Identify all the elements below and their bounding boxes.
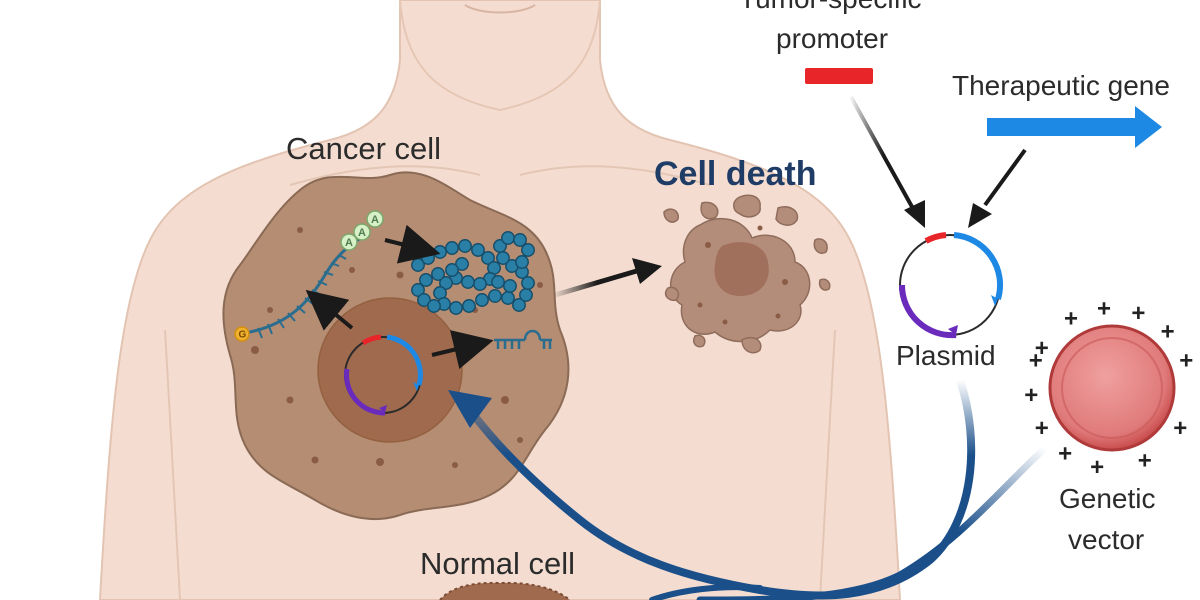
protein-bead <box>496 251 510 265</box>
protein-bead <box>515 255 529 269</box>
arrow-head <box>968 203 992 228</box>
protein-bead <box>417 293 431 307</box>
protein-bead <box>503 279 517 293</box>
plasmid-icon-in-nucleus <box>344 334 423 416</box>
genetic-vector-label-line2: vector <box>1068 524 1144 555</box>
protein-bead <box>491 275 505 289</box>
protein-bead <box>427 299 441 313</box>
polya-letter-1: A <box>345 237 353 249</box>
protein-bead <box>445 241 459 255</box>
positive-charge: + <box>1173 415 1187 442</box>
positive-charge: + <box>1131 300 1145 327</box>
positive-charge: + <box>1161 318 1175 345</box>
positive-charge: + <box>1035 335 1049 362</box>
positive-charge: + <box>1138 448 1152 475</box>
cap-icon <box>234 326 250 342</box>
vector-charges: +++++++++++++ <box>1024 295 1193 481</box>
protein-bead <box>462 299 476 313</box>
positive-charge: + <box>1097 295 1111 322</box>
genetic-vector-label-line1: Genetic <box>1059 483 1156 514</box>
normal-cell <box>439 581 571 600</box>
polya-letter-3: A <box>371 214 379 226</box>
protein-bead <box>475 293 489 307</box>
protein-bead <box>445 263 459 277</box>
protein-bead <box>461 275 475 289</box>
positive-charge: + <box>1090 454 1104 481</box>
protein-bead <box>471 243 485 257</box>
positive-charge: + <box>1058 441 1072 468</box>
protein-bead <box>449 301 463 315</box>
arrow-icon <box>849 96 1027 215</box>
protein-bead <box>421 251 435 265</box>
arrow-icon <box>305 224 494 370</box>
normal-cell-label: Normal cell <box>420 546 575 581</box>
protein-bead <box>458 239 472 253</box>
cell-death-label: Cell death <box>654 155 816 193</box>
promoter-segment-icon <box>805 68 873 84</box>
cap-letter: G <box>239 330 247 341</box>
vector-particle-icon <box>1048 324 1176 452</box>
plasmid-label: Plasmid <box>896 340 996 371</box>
dead-cell-core <box>697 225 788 325</box>
nucleus <box>318 298 462 442</box>
positive-charge: + <box>1064 306 1078 333</box>
protein-bead <box>519 288 533 302</box>
therapeutic-gene-label: Therapeutic gene <box>952 70 1170 101</box>
positive-charge: + <box>1029 348 1043 375</box>
protein-bead <box>501 231 515 245</box>
protein-bead <box>513 233 527 247</box>
peptide-icon <box>494 329 552 349</box>
promoter-label-line1: Tumor-specific <box>739 0 922 14</box>
protein-bead <box>488 289 502 303</box>
protein-bead <box>473 277 487 291</box>
promoter-label-line2: promoter <box>776 23 888 54</box>
protein-bead <box>411 283 425 297</box>
positive-charge: + <box>1024 382 1038 409</box>
positive-charge: + <box>1035 415 1049 442</box>
protein-bead <box>419 273 433 287</box>
arrow-to-cell-death <box>554 267 641 298</box>
protein-bead <box>501 291 515 305</box>
arrow-head <box>904 200 925 228</box>
therapeutic-gene-arrow-icon <box>987 106 1162 148</box>
protein-bead <box>481 251 495 265</box>
polya-letter-2: A <box>358 227 366 239</box>
delivery-arrowhead-icon <box>448 390 492 428</box>
arrow-icon <box>632 258 662 284</box>
plasmid-icon <box>898 232 1003 339</box>
positive-charge: + <box>1179 348 1193 375</box>
protein-bead <box>521 243 535 257</box>
protein-bead <box>439 276 453 290</box>
cytoplasm-granules <box>251 227 543 468</box>
cancer-cell-label: Cancer cell <box>286 131 441 166</box>
delivery-arrow <box>448 376 1049 600</box>
protein-bead <box>433 245 447 259</box>
protein-bead <box>431 267 445 281</box>
mrna-icon: G A A A <box>234 210 384 342</box>
protein-bead <box>512 298 526 312</box>
protein-bead <box>455 257 469 271</box>
protein-bead <box>521 276 535 290</box>
